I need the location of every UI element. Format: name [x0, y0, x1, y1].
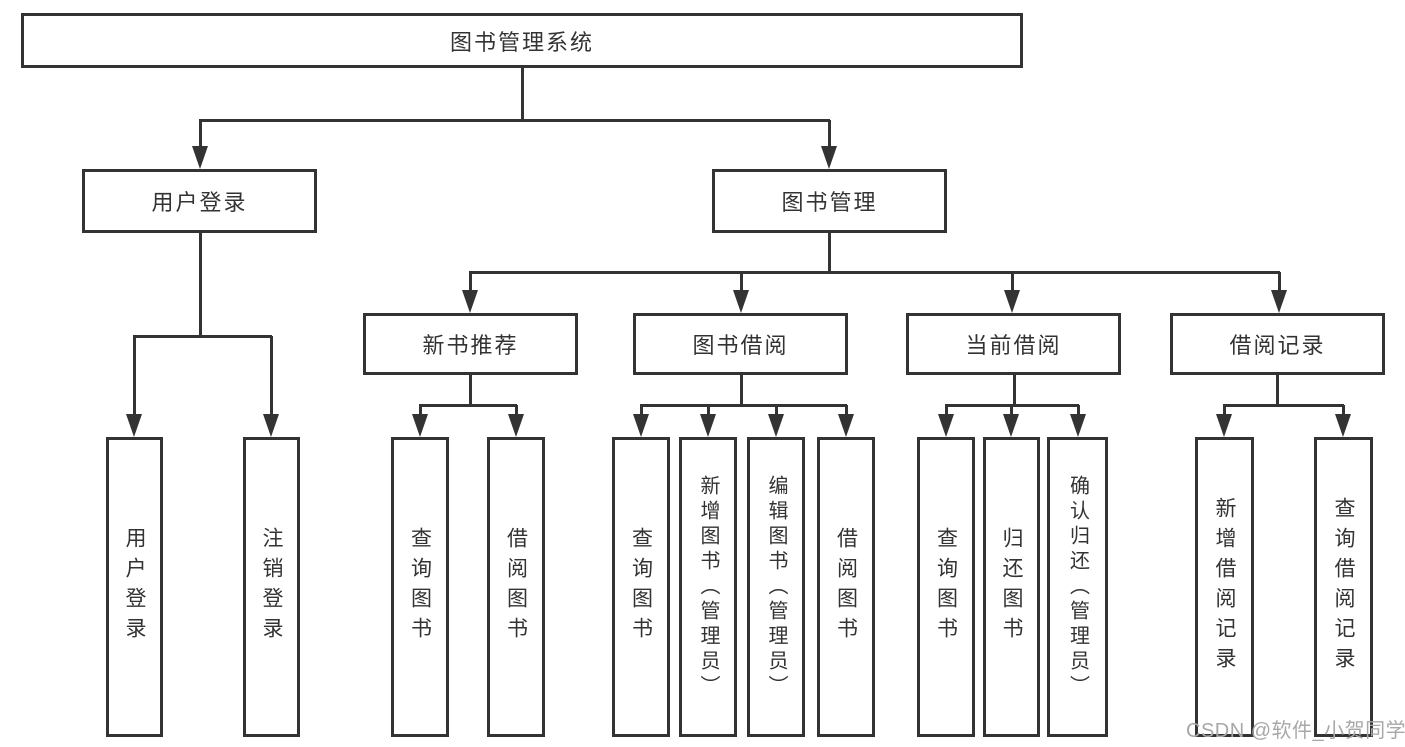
connector-line [1342, 405, 1345, 418]
arrow-down-icon [1335, 414, 1351, 437]
connector-line [1223, 404, 1344, 407]
connector-line [1013, 375, 1016, 407]
connector-line [515, 405, 518, 418]
leaf-borrow-books-recommend: 借阅图书 [487, 437, 545, 737]
connector-line [469, 375, 472, 407]
arrow-down-icon [263, 414, 279, 437]
connector-line [1010, 405, 1013, 418]
connector-line [640, 405, 643, 418]
node-user-login: 用户登录 [82, 169, 317, 233]
connector-line [828, 120, 831, 150]
connector-line [740, 375, 743, 407]
connector-line [740, 272, 743, 294]
connector-line [133, 336, 136, 418]
connector-line [469, 272, 472, 294]
connector-line [640, 404, 847, 407]
connector-line [1276, 375, 1279, 407]
leaf-query-books-borrowing: 查询图书 [612, 437, 670, 737]
arrow-down-icon [462, 290, 478, 313]
arrow-down-icon [633, 414, 649, 437]
node-new-book-recommend: 新书推荐 [363, 313, 578, 375]
arrow-down-icon [1004, 290, 1020, 313]
node-root-library-system: 图书管理系统 [21, 13, 1023, 68]
arrow-down-icon [838, 414, 854, 437]
connector-line [270, 336, 273, 418]
connector-line [199, 233, 202, 338]
leaf-logout: 注销登录 [243, 437, 300, 737]
arrow-down-icon [126, 414, 142, 437]
connector-line [521, 68, 524, 122]
connector-line [845, 405, 848, 418]
connector-line [419, 405, 422, 418]
leaf-confirm-return-admin: 确认归还（管理员） [1047, 437, 1108, 737]
connector-line [775, 405, 778, 418]
leaf-query-borrow-record: 查询借阅记录 [1314, 437, 1373, 737]
leaf-borrow-books: 借阅图书 [817, 437, 875, 737]
arrow-down-icon [733, 290, 749, 313]
arrow-down-icon [821, 146, 837, 169]
connector-line [828, 233, 831, 274]
connector-line [1011, 272, 1014, 294]
connector-line [419, 404, 517, 407]
arrow-down-icon [1271, 290, 1287, 313]
connector-line [469, 271, 1280, 274]
arrow-down-icon [192, 146, 208, 169]
node-book-management: 图书管理 [712, 169, 947, 233]
connector-line [945, 405, 948, 418]
connector-line [133, 335, 272, 338]
arrow-down-icon [1070, 414, 1086, 437]
csdn-watermark: CSDN @软件_小贺同学 [1186, 720, 1405, 742]
leaf-add-borrow-record: 新增借阅记录 [1195, 437, 1254, 737]
arrow-down-icon [938, 414, 954, 437]
arrow-down-icon [412, 414, 428, 437]
node-borrowing-records: 借阅记录 [1170, 313, 1385, 375]
leaf-query-books-recommend: 查询图书 [391, 437, 449, 737]
node-book-borrowing: 图书借阅 [633, 313, 848, 375]
arrow-down-icon [508, 414, 524, 437]
node-current-borrowing: 当前借阅 [906, 313, 1121, 375]
connector-line [199, 120, 202, 150]
connector-line [1223, 405, 1226, 418]
arrow-down-icon [1216, 414, 1232, 437]
arrow-down-icon [1003, 414, 1019, 437]
connector-line [945, 404, 1079, 407]
arrow-down-icon [700, 414, 716, 437]
leaf-query-books-current: 查询图书 [917, 437, 975, 737]
leaf-return-books: 归还图书 [983, 437, 1040, 737]
leaf-add-books-admin: 新增图书（管理员） [679, 437, 737, 737]
connector-line [1077, 405, 1080, 418]
connector-line [707, 405, 710, 418]
leaf-user-login: 用户登录 [106, 437, 163, 737]
connector-line [199, 119, 830, 122]
arrow-down-icon [768, 414, 784, 437]
leaf-edit-books-admin: 编辑图书（管理员） [747, 437, 805, 737]
connector-line [1278, 272, 1281, 294]
